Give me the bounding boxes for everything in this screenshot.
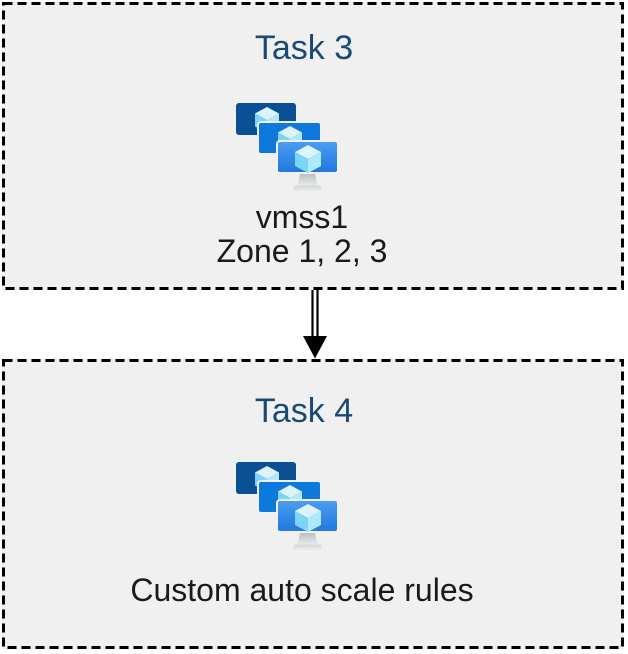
task4-labels: Custom auto scale rules [2, 573, 602, 607]
autoscale-rules-label: Custom auto scale rules [130, 572, 474, 608]
task3-box: Task 3 vmss1 Zone 1, 2, 3 [2, 2, 624, 290]
vmss-name-label: vmss1 [255, 199, 349, 235]
vm-scale-set-icon [234, 460, 339, 552]
task4-title: Task 4 [254, 392, 354, 430]
vm-scale-set-icon [234, 101, 339, 193]
task4-box: Task 4 Custom auto scale rules [2, 359, 624, 649]
zone-label: Zone 1, 2, 3 [216, 233, 388, 269]
task3-labels: vmss1 Zone 1, 2, 3 [2, 200, 602, 268]
task3-title: Task 3 [254, 29, 354, 67]
connector-arrow [303, 290, 327, 359]
